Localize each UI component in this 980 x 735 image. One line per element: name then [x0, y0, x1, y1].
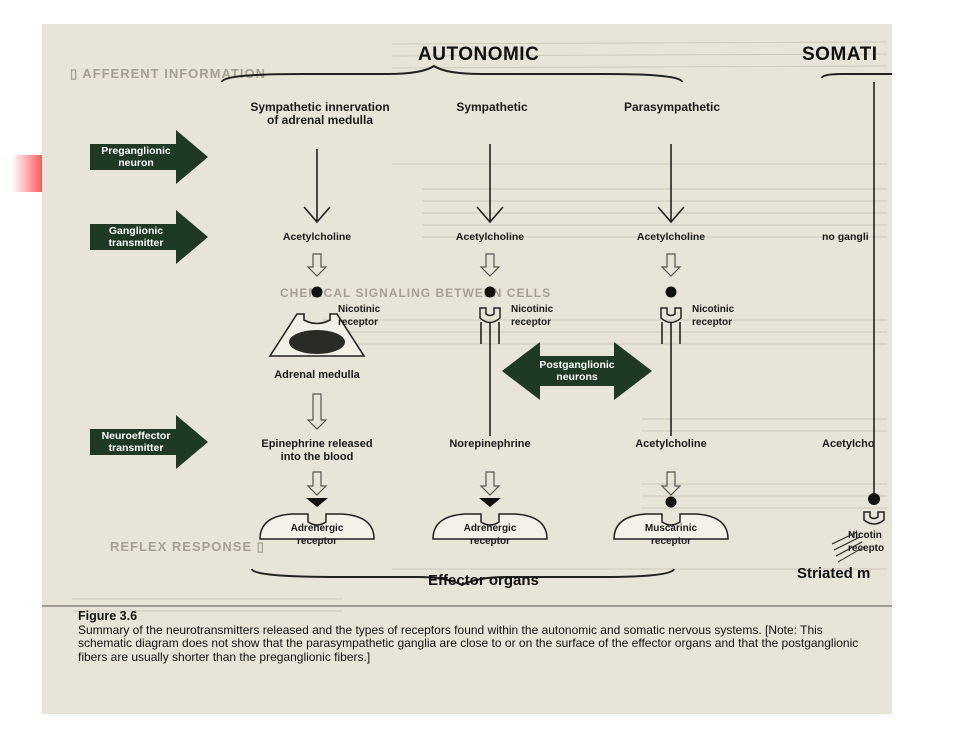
- release-arrows-effector: [306, 393, 682, 496]
- diagram-svg: [42, 41, 892, 612]
- sympathetic-ganglionic-acetylcholine: Acetylcholine: [455, 231, 525, 243]
- muscarinic-receptor-label: Muscarinic receptor: [644, 523, 698, 547]
- adrenal-ganglionic-acetylcholine: Acetylcholine: [282, 231, 352, 243]
- norepinephrine-label: Norepinephrine: [449, 438, 531, 450]
- nicotinic-receptor-label-sympathetic: Nicotinic receptor: [511, 304, 554, 328]
- effector-organs-label: Effector organs: [428, 572, 539, 589]
- bleed-through-lines: [72, 41, 888, 612]
- adrenal-medulla-cell: [268, 313, 366, 357]
- ganglionic-transmitter-label: Ganglionic transmitter: [108, 225, 164, 249]
- preganglionic-fibers: [303, 82, 875, 504]
- autonomic-header: AUTONOMIC: [418, 44, 540, 65]
- bleed-through-heading: ▯ AFFERENT INFORMATION: [70, 66, 266, 81]
- neuroeffector-transmitter-label: Neuroeffector transmitter: [101, 430, 171, 454]
- postganglionic-double-arrow: [502, 342, 652, 400]
- side-arrows: [90, 130, 208, 469]
- figure-caption-text: Summary of the neurotransmitters release…: [78, 622, 859, 664]
- somatic-effector-acetylcholine: Acetylcho: [822, 438, 875, 450]
- release-arrows-ganglion: [306, 253, 682, 277]
- adrenergic-receptor-label-1: Adrenergic receptor: [290, 523, 344, 547]
- preganglionic-neuron-label: Preganglionic neuron: [101, 145, 171, 169]
- adrenal-medulla-label: Adrenal medulla: [274, 369, 360, 381]
- no-ganglia-label: no gangli: [822, 231, 869, 243]
- column-title-adrenal: Sympathetic innervation of adrenal medul…: [250, 100, 390, 127]
- somatic-header: SOMATI: [802, 44, 878, 65]
- effector-receptor-cells: [259, 513, 729, 540]
- nicotinic-receptor-label-adrenal: Nicotinic receptor: [338, 304, 381, 328]
- transmitter-vesicles: [311, 286, 880, 505]
- bleed-through-heading-3: CHEMICAL SIGNALING BETWEEN CELLS: [280, 286, 552, 300]
- effector-transmitter-markers: [306, 496, 677, 508]
- postganglionic-neurons-label: Postganglionic neurons: [539, 359, 615, 383]
- striated-muscle-fibers: [831, 531, 865, 563]
- nicotinic-receptor-cups: [479, 307, 885, 525]
- bleed-through-heading-2: REFLEX RESPONSE ▯: [110, 539, 265, 554]
- adrenergic-receptor-label-2: Adrenergic receptor: [463, 523, 517, 547]
- somatic-brace: [821, 73, 892, 79]
- effector-brace: [251, 568, 675, 587]
- nicotinic-receptor-label-somatic: Nicotin recepto: [848, 530, 885, 554]
- nicotinic-receptor-label-parasympathetic: Nicotinic receptor: [692, 304, 735, 328]
- column-title-sympathetic: Sympathetic: [456, 100, 528, 114]
- scanned-figure-page: ▯ AFFERENT INFORMATION REFLEX RESPONSE ▯…: [42, 24, 892, 714]
- parasympathetic-effector-acetylcholine: Acetylcholine: [635, 438, 707, 450]
- column-title-parasympathetic: Parasympathetic: [623, 100, 721, 114]
- red-accent-tab: [12, 155, 42, 192]
- parasympathetic-ganglionic-acetylcholine: Acetylcholine: [636, 231, 706, 243]
- figure-caption-title: Figure 3.6: [78, 609, 138, 623]
- postganglionic-axons: [480, 322, 681, 436]
- striated-muscle-label: Striated m: [797, 565, 871, 582]
- autonomic-brace: [221, 64, 683, 83]
- epinephrine-label: Epinephrine released into the blood: [261, 438, 373, 463]
- figure-caption: Figure 3.6 Summary of the neurotransmitt…: [78, 609, 878, 664]
